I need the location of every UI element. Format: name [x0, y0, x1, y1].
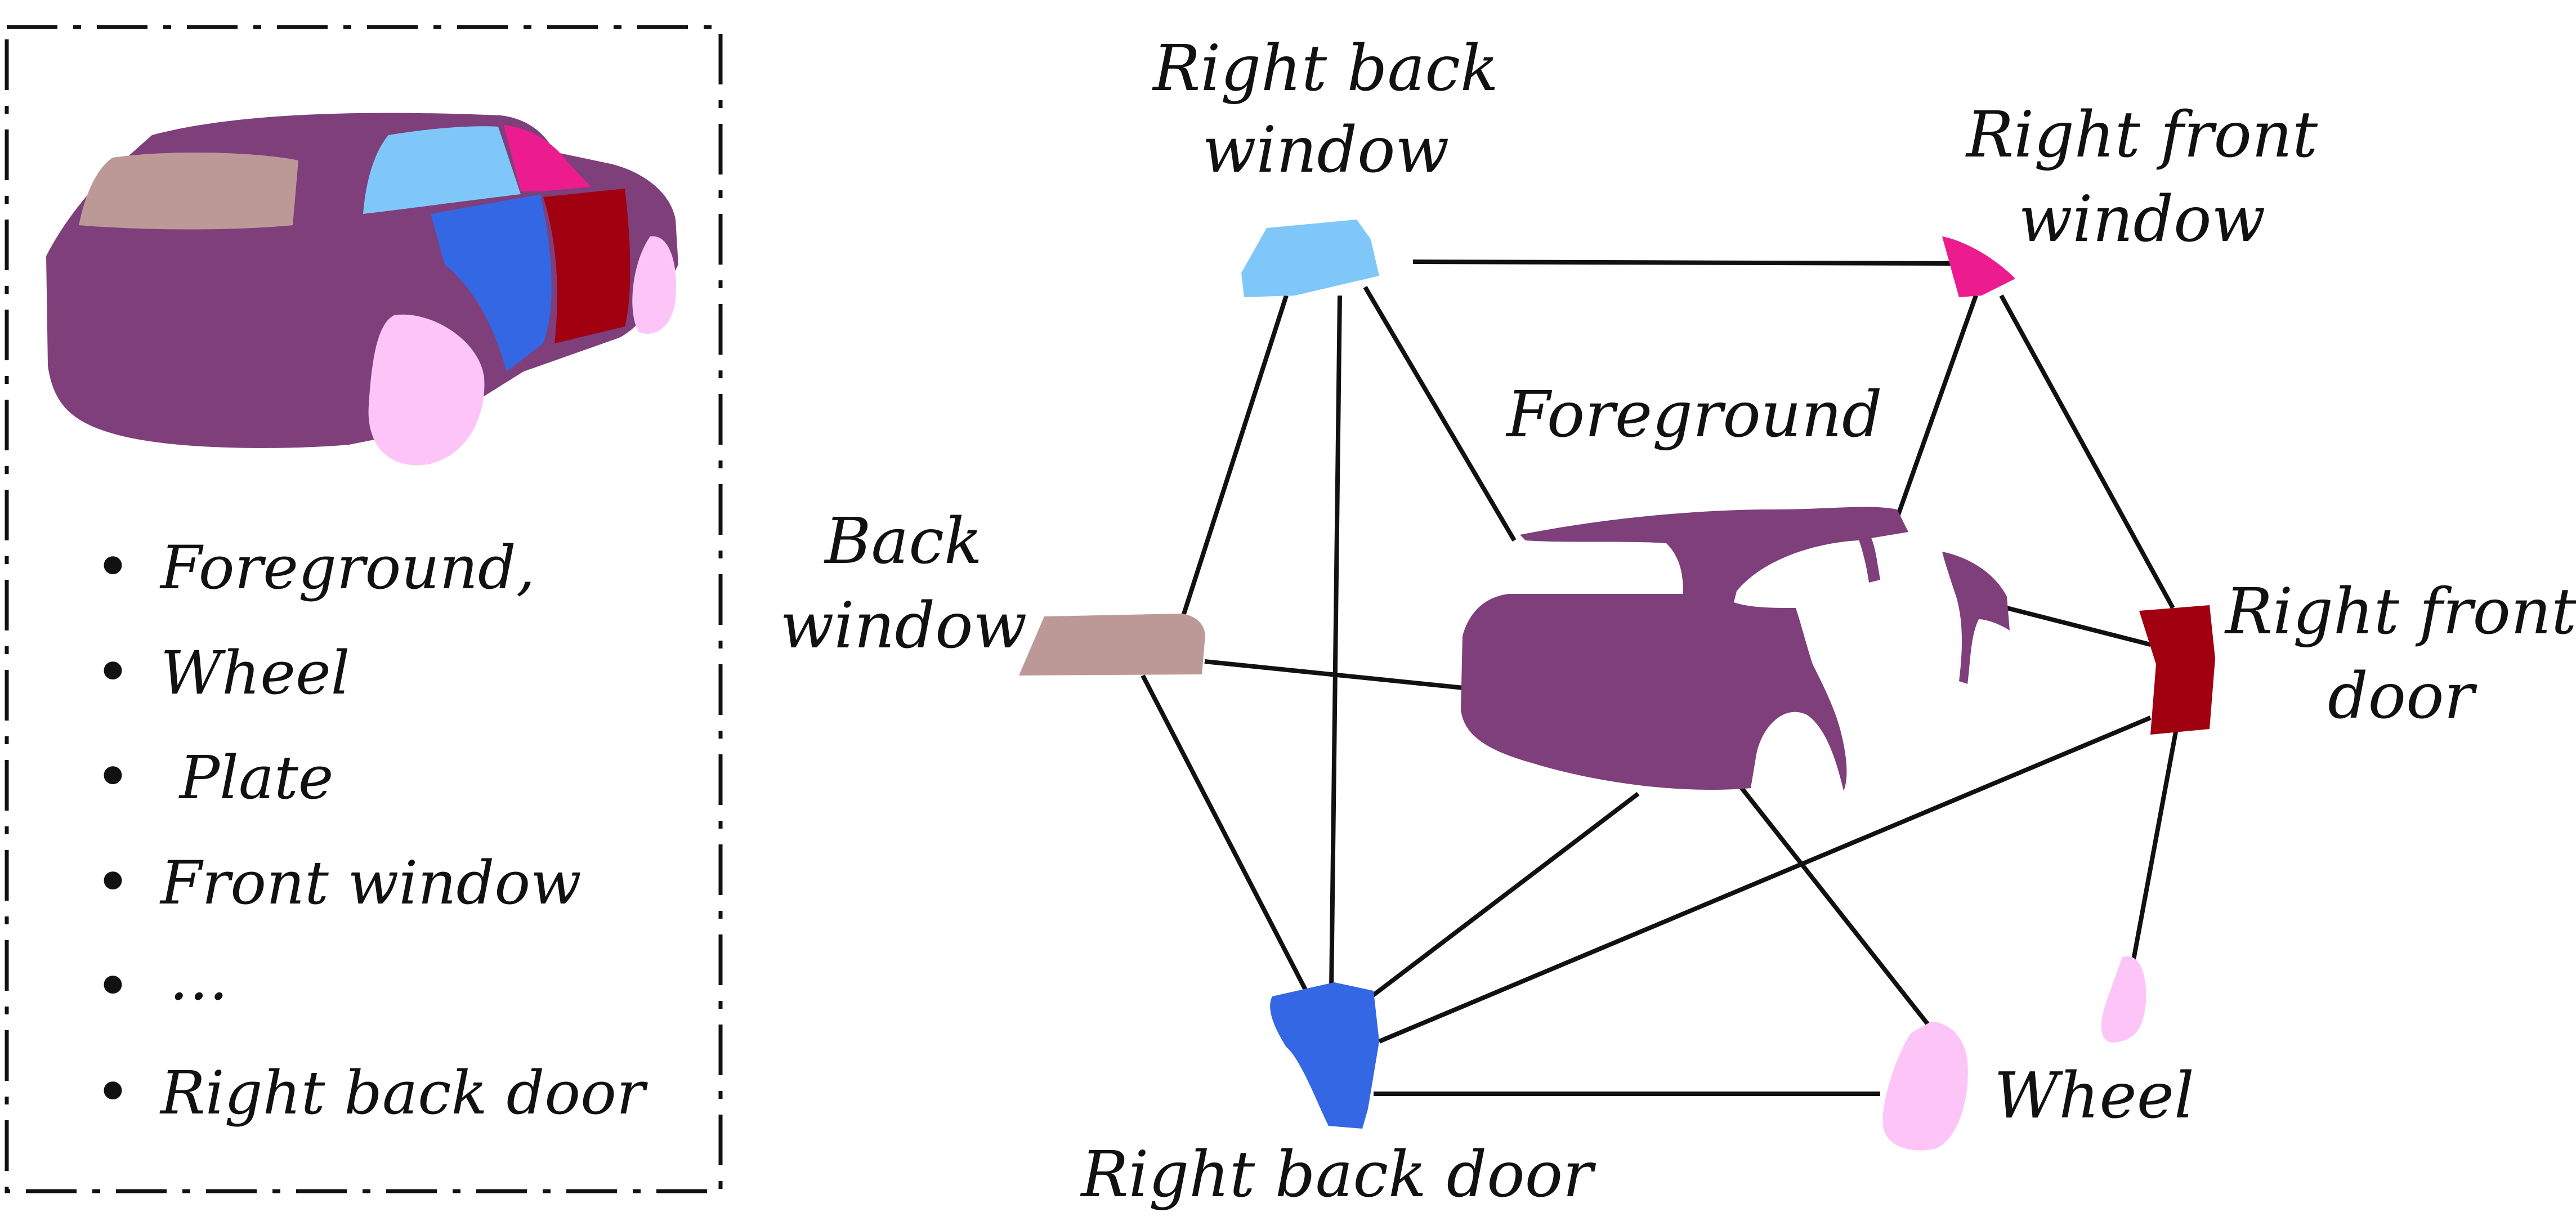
label-line: window [1202, 114, 1450, 187]
legend-item-ellipsis: • … [95, 944, 229, 1022]
legend-item-label: Right back door [159, 1058, 648, 1128]
edge-foreground-wheel [1737, 784, 1930, 1026]
node-back-window-shape [1019, 614, 1205, 676]
car-right-back-window-region [363, 126, 521, 214]
label-line: door [2328, 660, 2478, 733]
label-line: Right back door [1080, 1138, 1596, 1211]
bullet: • [95, 846, 131, 918]
bullet: • [95, 741, 131, 813]
car-wheel-region-front [632, 236, 676, 334]
label-right-back-window: Right back window [1152, 32, 1499, 187]
label-line: Right back [1152, 32, 1499, 105]
edge-rfw-foreground [1895, 294, 1978, 519]
label-back-window: Back window [780, 505, 1027, 663]
edge-rbw-right-back-door [1329, 295, 1342, 991]
edge-foreground-right-back-door [1366, 791, 1640, 1001]
legend-item-wheel: • Wheel [95, 636, 350, 708]
legend-panel: • Foreground, • Wheel • Plate • Front wi… [5, 25, 723, 1193]
node-wheel-small-shape [2101, 956, 2146, 1043]
node-right-front-door-shape [2139, 605, 2215, 735]
car-right-front-window-region [504, 125, 591, 191]
legend-item-right-back-door: • Right back door [95, 1056, 648, 1128]
legend-item-foreground: • Foreground, [95, 531, 535, 603]
label-line: window [780, 589, 1027, 663]
legend-item-label: Wheel [160, 638, 350, 708]
node-right-back-window-shape [1241, 220, 1379, 297]
bullet: • [95, 636, 131, 708]
node-right-back-door-shape [1270, 982, 1379, 1129]
label-line: Right front [1965, 99, 2318, 172]
bullet: • [95, 1056, 131, 1128]
edge-foreground-right-front-door [2006, 606, 2151, 647]
node-foreground-shape [1461, 507, 2010, 791]
legend-item-label: Foreground, [159, 533, 535, 602]
legend-item-plate: • Plate [95, 741, 333, 813]
foreground-main-body [1461, 507, 1908, 791]
edge-right-front-door-wheel [2131, 731, 2178, 960]
segmented-car-image [46, 113, 678, 466]
node-wheel-shape [1882, 1022, 1968, 1151]
car-right-front-door-region [543, 189, 630, 343]
car-back-window-region [79, 152, 298, 230]
graph-nodes [1019, 220, 2215, 1151]
graph-edges [1141, 260, 2178, 1096]
edge-back-window-right-back-door [1141, 674, 1308, 992]
graph-labels: Right back window Right front window For… [780, 32, 2576, 1211]
edge-rbw-foreground [1363, 285, 1517, 542]
edge-back-window-foreground [1204, 659, 1464, 690]
legend-item-label: Plate [160, 743, 333, 812]
label-line: Right front [2224, 575, 2576, 648]
label-foreground: Foreground [1505, 378, 1882, 451]
foreground-front-part [1942, 552, 2010, 684]
edge-rbw-rfw [1412, 260, 1951, 266]
edge-right-front-door-right-back-door [1378, 715, 2152, 1044]
label-wheel: Wheel [1994, 1059, 2194, 1133]
label-right-front-window: Right front window [1965, 99, 2318, 256]
label-line: Back [824, 505, 982, 578]
legend-frame [5, 25, 723, 1193]
bullet: • [95, 950, 131, 1022]
node-right-front-window-shape [1942, 236, 2015, 297]
label-right-front-door: Right front door [2224, 575, 2576, 733]
legend-item-label: Front window [159, 848, 582, 918]
label-line: window [2019, 183, 2266, 256]
label-right-back-door: Right back door [1080, 1138, 1596, 1211]
label-line: Wheel [1994, 1059, 2194, 1133]
label-line: Foreground [1505, 378, 1882, 451]
bullet: • [95, 531, 131, 603]
edge-rbw-back-window [1180, 294, 1289, 620]
edge-rfw-right-front-door [1999, 294, 2175, 609]
foreground-pillar-strip [1852, 518, 1880, 583]
part-graph: Right back window Right front window For… [780, 32, 2576, 1211]
car-wheel-region [368, 314, 485, 466]
car-right-back-door-region [431, 194, 552, 372]
legend-list: • Foreground, • Wheel • Plate • Front wi… [95, 531, 648, 1128]
legend-item-front-window: • Front window [95, 846, 582, 918]
legend-item-label: … [169, 944, 229, 1013]
